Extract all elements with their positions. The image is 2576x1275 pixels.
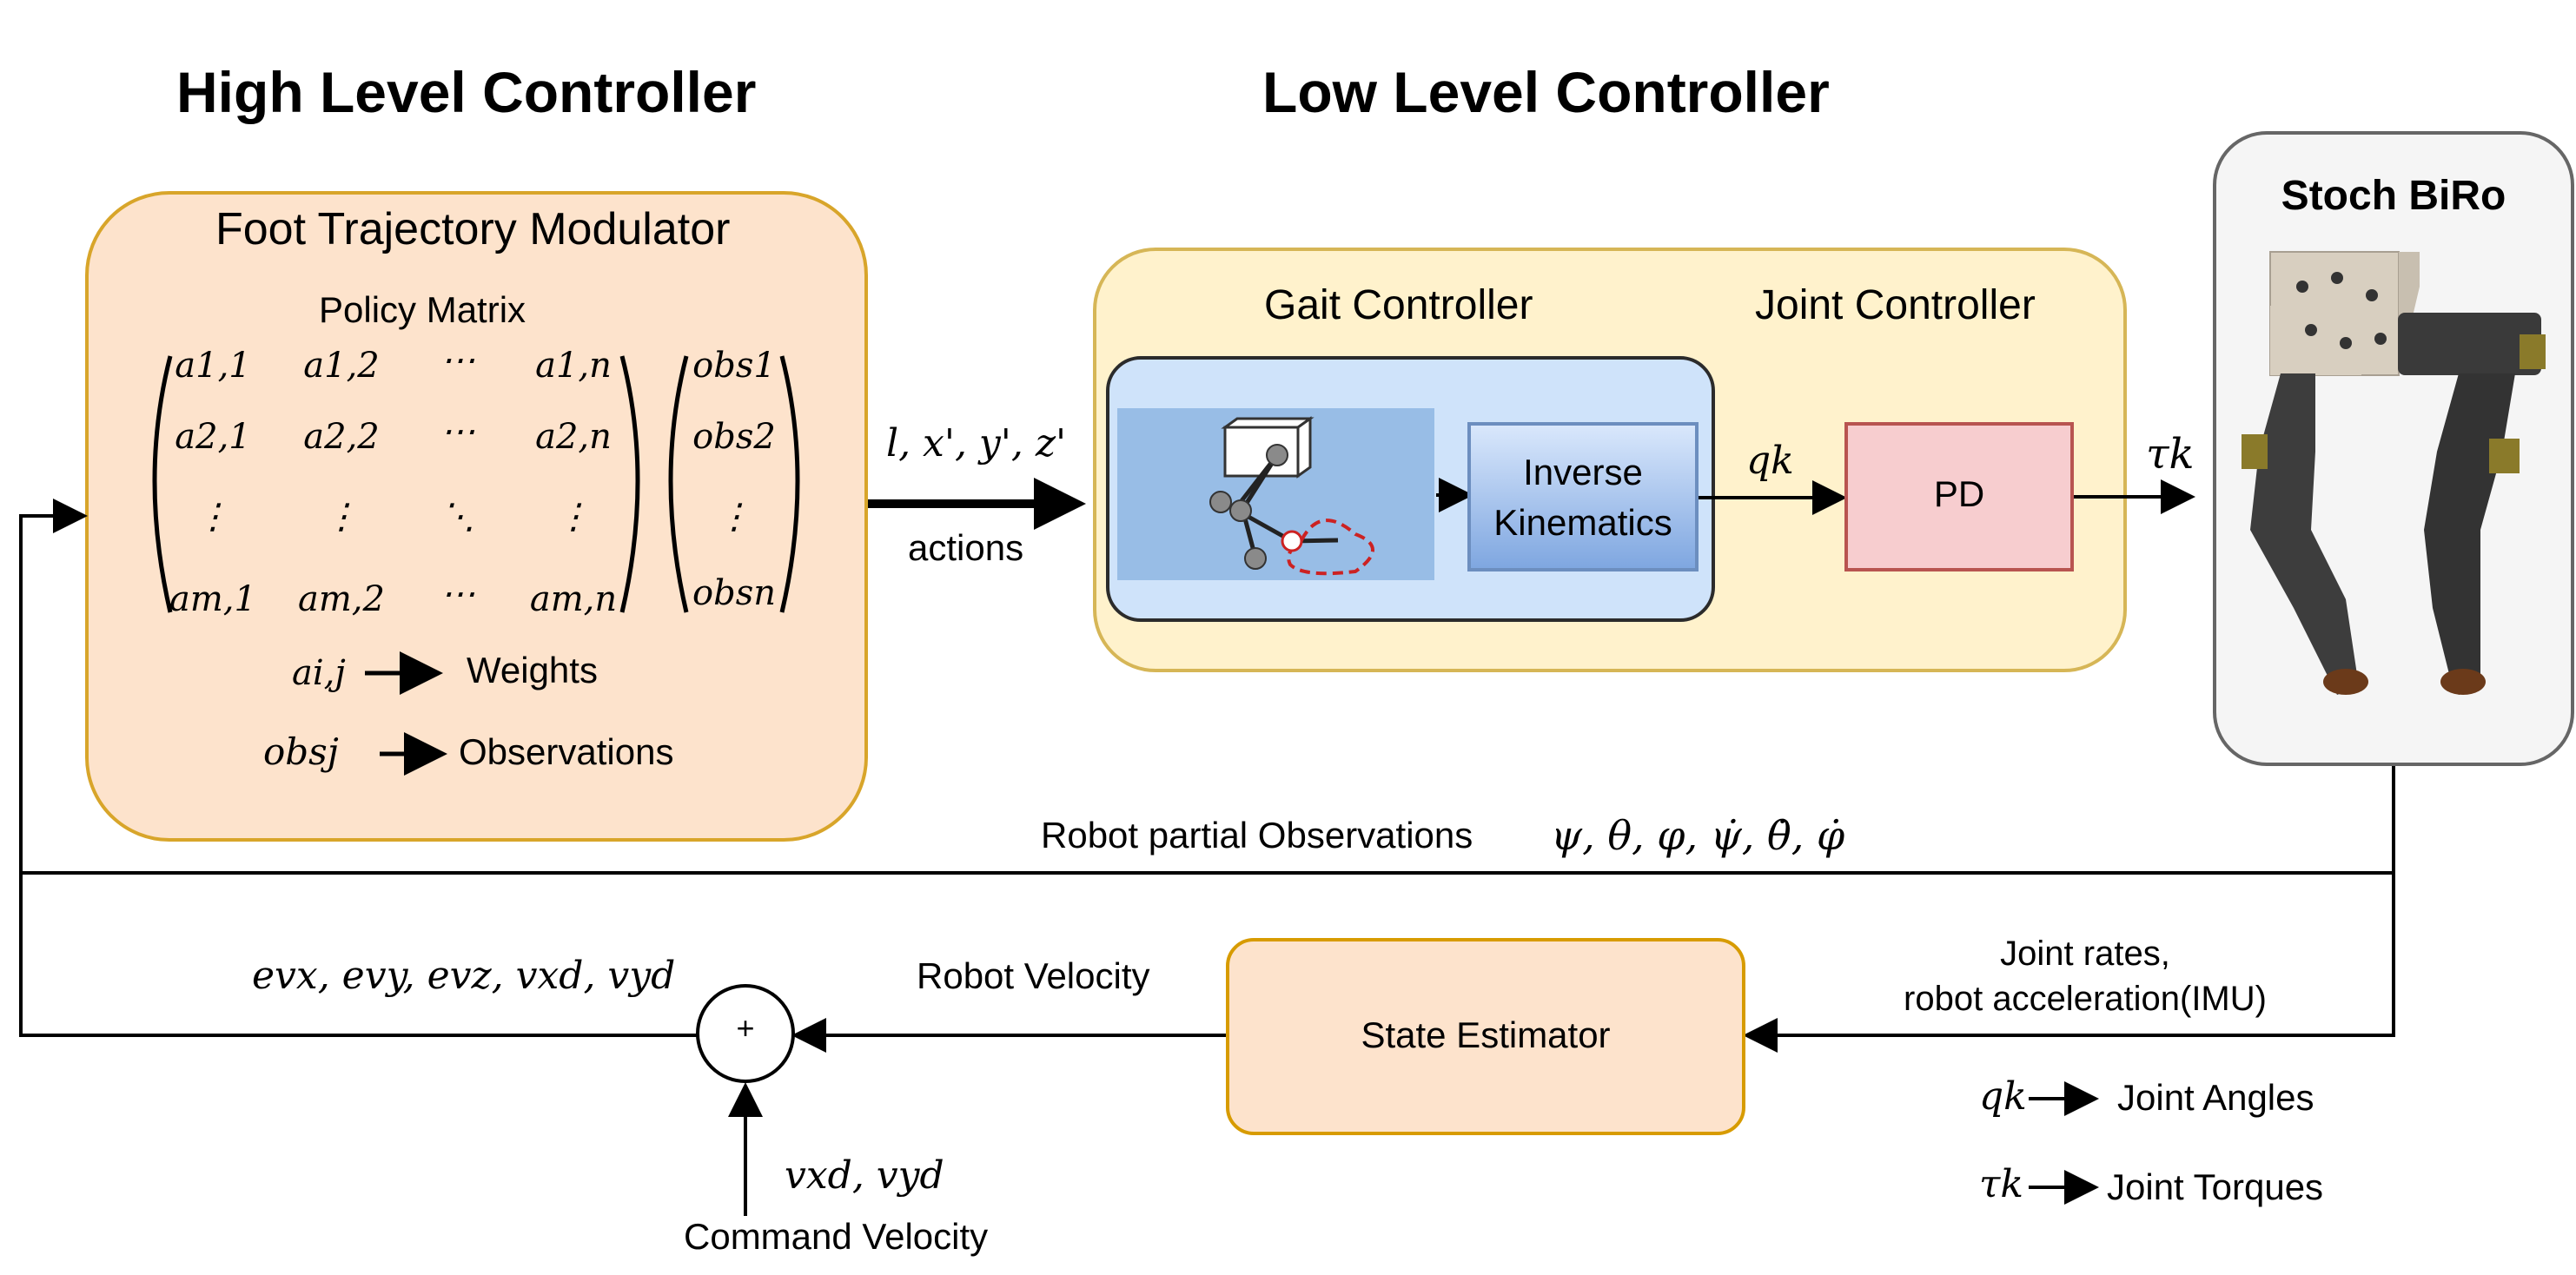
obs-cell: obsn	[692, 573, 776, 613]
legend-joint-torques: Joint Torques	[2107, 1166, 2324, 1207]
matrix-cell: am,n	[529, 579, 618, 619]
leg-illustration	[1209, 416, 1374, 576]
policy-matrix-label: Policy Matrix	[319, 289, 526, 330]
inverse-kinematics-label: Inverse Kinematics	[1493, 452, 1672, 543]
qk-symbol: qk	[1746, 439, 1794, 483]
inverse-kinematics-box	[1467, 422, 1699, 571]
tau-symbol: τk	[2146, 430, 2195, 479]
matrix-cell: ⋯	[440, 574, 475, 614]
joint-rates-label: Joint rates, robot acceleration(IMU)	[1859, 931, 2311, 1021]
high-level-title: High Level Controller	[176, 60, 757, 124]
matrix-cell: ⋮	[195, 497, 230, 537]
sum-node	[696, 984, 795, 1083]
matrix-cell: a2,2	[303, 417, 380, 457]
obs-cell: ⋮	[717, 497, 752, 537]
obs-cell: obs2	[692, 417, 776, 457]
legend-tau-symbol: τk	[1979, 1162, 2024, 1206]
actions-label: actions	[908, 527, 1024, 568]
pd-label: PD	[1933, 473, 1985, 514]
matrix-cell: ⋯	[440, 412, 475, 452]
gait-controller-label: Gait Controller	[1264, 282, 1533, 328]
matrix-cell: am,1	[169, 579, 256, 619]
actions-symbols: l, x', y', z'	[886, 421, 1067, 466]
robot-velocity-label: Robot Velocity	[917, 955, 1150, 996]
joint-rates-line2: robot acceleration(IMU)	[1904, 980, 2267, 1018]
partial-observations-symbols: ψ, θ, φ, ψ̇, θ̇, φ̇	[1551, 812, 1845, 859]
command-symbols: vxd, vyd	[785, 1153, 944, 1198]
vector-left-paren	[668, 355, 689, 613]
vector-right-paren	[779, 355, 800, 613]
matrix-left-paren	[152, 355, 173, 613]
matrix-cell: ⋱	[440, 497, 475, 537]
matrix-cell: ⋯	[440, 340, 475, 380]
low-level-title: Low Level Controller	[1262, 60, 1830, 124]
matrix-cell: ⋮	[324, 497, 359, 537]
robot-illustration	[2242, 251, 2546, 695]
matrix-cell: a1,2	[303, 346, 380, 386]
legend-qk-symbol: qk	[1979, 1074, 2027, 1119]
feedback-lines	[19, 499, 2395, 1216]
joint-rates-line1: Joint rates,	[2000, 935, 2170, 973]
obs-symbol: obsj	[263, 730, 339, 773]
matrix-cell: a1,1	[175, 346, 251, 386]
state-estimator-box	[1226, 938, 1745, 1135]
error-symbols: evx, evy, evz, vxd, vyd	[252, 954, 676, 998]
matrix-cell: a2,n	[535, 417, 612, 457]
matrix-cell: a2,1	[175, 417, 251, 457]
state-estimator-label: State Estimator	[1361, 1014, 1611, 1055]
matrix-right-paren	[619, 355, 640, 613]
obs-cell: obs1	[692, 346, 776, 386]
partial-observations-label: Robot partial Observations	[1041, 815, 1473, 856]
sum-symbol: +	[736, 1010, 755, 1046]
observations-label: Observations	[459, 731, 674, 772]
joint-controller-label: Joint Controller	[1755, 282, 2036, 328]
matrix-cell: ⋮	[556, 497, 591, 537]
matrix-cell: am,2	[298, 579, 385, 619]
legend-joint-angles: Joint Angles	[2117, 1077, 2314, 1118]
matrix-cell: a1,n	[535, 346, 612, 386]
ftm-title: Foot Trajectory Modulator	[215, 204, 731, 254]
command-velocity-label: Command Velocity	[684, 1216, 989, 1257]
weights-symbol: ai,j	[292, 653, 346, 693]
weights-label: Weights	[467, 650, 598, 690]
pd-box	[1844, 422, 2074, 571]
robot-name: Stoch BiRo	[2281, 173, 2506, 219]
